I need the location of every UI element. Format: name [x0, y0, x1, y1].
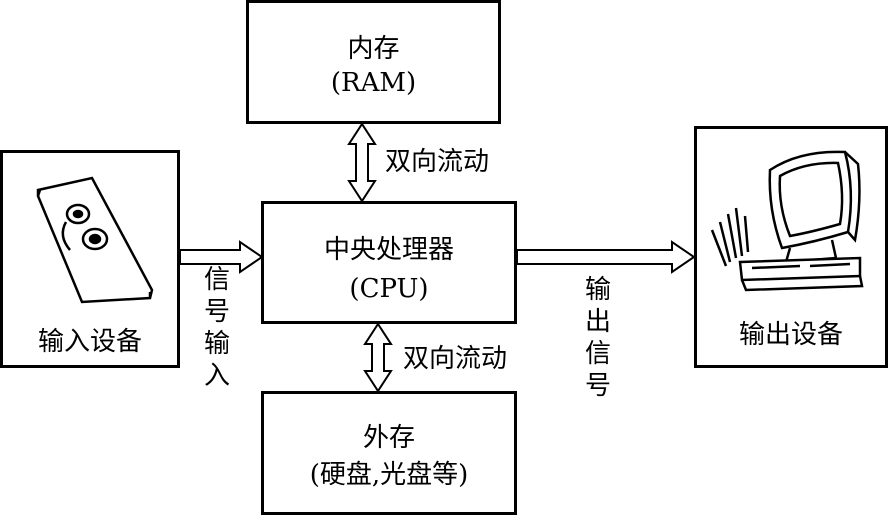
- input-signal-char: 入: [203, 361, 230, 391]
- input-signal-label: 信 号 输 入: [202, 264, 232, 392]
- cpu-title: 中央处理器: [323, 235, 454, 265]
- cpu-box: [261, 201, 517, 324]
- cpu-subtitle: (CPU): [349, 274, 429, 304]
- output-signal-char: 出: [584, 307, 611, 337]
- input-signal-char: 信: [203, 265, 230, 295]
- computer-monitor-icon: [710, 150, 864, 292]
- cpu-to-output-arrow: [516, 240, 696, 274]
- output-signal-char: 输: [584, 275, 611, 305]
- input-device-label: 输入设备: [37, 327, 142, 357]
- output-signal-char: 号: [584, 371, 611, 401]
- input-signal-char: 号: [203, 297, 230, 327]
- ram-box: [246, 0, 501, 124]
- ram-cpu-link-label: 双向流动: [385, 147, 490, 177]
- input-to-cpu-arrow: [179, 240, 264, 274]
- ram-title: 内存: [347, 34, 400, 64]
- storage-box: [261, 391, 517, 515]
- cpu-storage-double-arrow: [363, 322, 393, 393]
- input-signal-char: 输: [203, 329, 230, 359]
- ram-subtitle: (RAM): [330, 68, 417, 98]
- storage-title: 外存: [362, 423, 415, 453]
- remote-control-icon: [36, 176, 154, 304]
- ram-cpu-double-arrow: [347, 122, 377, 203]
- output-signal-char: 信: [584, 339, 611, 369]
- output-device-label: 输出设备: [738, 320, 843, 350]
- output-signal-label: 输 出 信 号: [583, 274, 613, 402]
- cpu-storage-link-label: 双向流动: [403, 344, 508, 374]
- storage-subtitle: (硬盘,光盘等): [309, 460, 469, 490]
